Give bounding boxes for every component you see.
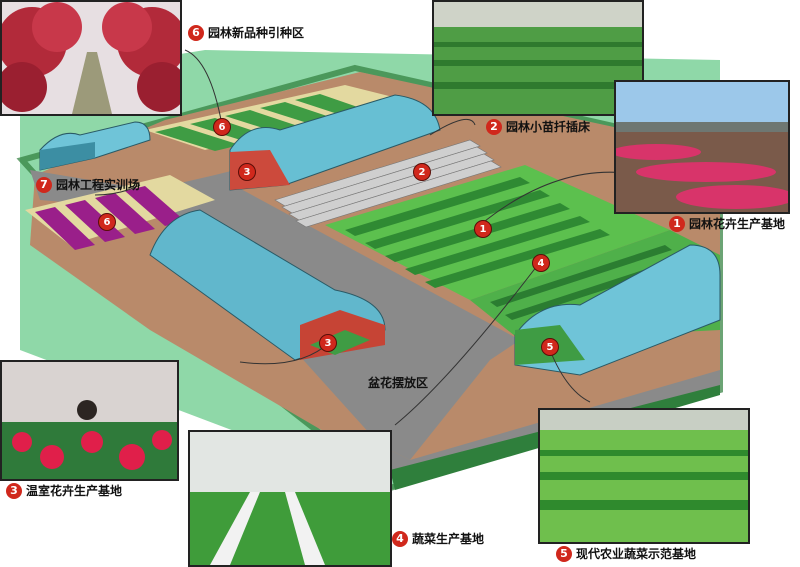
label-4: 4 蔬菜生产基地 bbox=[392, 530, 484, 547]
photo-greenhouse-flowers bbox=[0, 360, 179, 481]
label-7: 7 园林工程实训场 bbox=[36, 176, 140, 193]
map-marker-1: 1 bbox=[474, 220, 492, 238]
leader-lines bbox=[94, 49, 641, 426]
area1-beds bbox=[345, 177, 610, 288]
label-3-number: 3 bbox=[6, 482, 22, 499]
label-1-text: 园林花卉生产基地 bbox=[689, 217, 786, 231]
map-marker-3-top: 3 bbox=[238, 163, 256, 181]
photo-cutting-beds bbox=[432, 0, 644, 116]
label-2-text: 园林小苗扦插床 bbox=[506, 120, 591, 134]
photo-flower-base bbox=[614, 80, 790, 214]
label-7-text: 园林工程实训场 bbox=[56, 178, 141, 192]
label-6: 6 园林新品种引种区 bbox=[188, 24, 304, 41]
label-5-number: 5 bbox=[556, 545, 572, 562]
area1-field bbox=[325, 165, 670, 300]
label-3-text: 温室花卉生产基地 bbox=[26, 484, 123, 498]
label-5-text: 现代农业蔬菜示范基地 bbox=[576, 547, 697, 561]
photo-vegetable-greenhouse bbox=[188, 430, 392, 567]
label-5: 5 现代农业蔬菜示范基地 bbox=[556, 545, 696, 562]
photo-vegetable-demo bbox=[538, 408, 750, 544]
area2-cutting-beds bbox=[274, 139, 502, 228]
label-1: 1 园林花卉生产基地 bbox=[669, 215, 785, 232]
map-marker-3-center: 3 bbox=[319, 334, 337, 352]
label-1-number: 1 bbox=[669, 215, 685, 232]
label-3: 3 温室花卉生产基地 bbox=[6, 482, 122, 499]
area6-left-beds bbox=[35, 186, 185, 250]
label-2: 2 园林小苗扦插床 bbox=[486, 118, 590, 135]
label-4-number: 4 bbox=[392, 530, 408, 547]
label-6-text: 园林新品种引种区 bbox=[208, 26, 305, 40]
label-7-number: 7 bbox=[36, 176, 52, 193]
greenhouse-7 bbox=[39, 121, 151, 171]
map-marker-5: 5 bbox=[541, 338, 559, 356]
potted-flower-area-label: 盆花摆放区 bbox=[368, 376, 429, 390]
map-marker-6-left: 6 bbox=[98, 213, 116, 231]
label-6-number: 6 bbox=[188, 24, 204, 41]
map-marker-4: 4 bbox=[532, 254, 550, 272]
photo-new-species bbox=[0, 0, 182, 116]
label-4-text: 蔬菜生产基地 bbox=[412, 532, 485, 546]
label-2-number: 2 bbox=[486, 118, 502, 135]
map-marker-2: 2 bbox=[413, 163, 431, 181]
map-marker-6-top: 6 bbox=[213, 118, 231, 136]
